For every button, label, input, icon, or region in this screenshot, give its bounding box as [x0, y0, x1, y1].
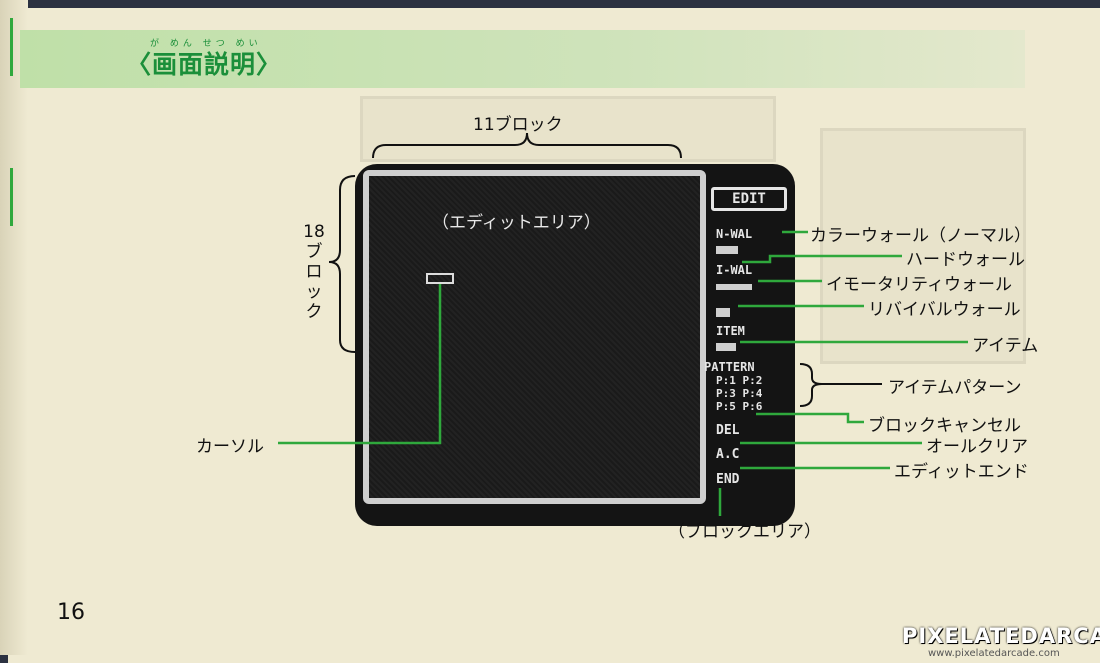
- bleed-through-box: [360, 96, 776, 162]
- title-band: [20, 30, 1025, 88]
- menu-n-wal: N-WAL: [716, 227, 753, 241]
- top-bracket-label: 11ブロック: [473, 115, 563, 135]
- cursor-label: カーソル: [196, 437, 264, 457]
- callout-immortality-wall: イモータリティウォール: [826, 275, 1012, 295]
- page-title: 〈画面説明〉: [126, 50, 283, 79]
- leader-cursor: [278, 284, 442, 445]
- side-bracket-label: 18 ブ ロ ッ ク: [303, 222, 325, 322]
- menu-i-wal: I-WAL: [716, 263, 753, 277]
- edit-area-label: （エディットエリア）: [432, 213, 601, 233]
- binding-shadow: [0, 0, 28, 655]
- side-bracket: [328, 175, 356, 353]
- revival-wall-swatch: [716, 308, 730, 317]
- pattern-bracket: [799, 363, 823, 407]
- hard-wall-swatch: [716, 246, 738, 254]
- menu-pattern: PATTERN: [704, 360, 755, 374]
- menu-del: DEL: [716, 423, 740, 438]
- page-number: 16: [57, 600, 85, 625]
- green-margin-mark-top: [10, 18, 13, 76]
- callout-all-clear: オールクリア: [926, 437, 1028, 457]
- menu-p3p4: P:3 P:4: [716, 387, 763, 400]
- leader-hard-wall: [742, 254, 902, 264]
- watermark-url: www.pixelatedarcade.com: [928, 648, 1060, 659]
- menu-p5p6: P:5 P:6: [716, 400, 763, 413]
- leader-block-cancel: [756, 412, 864, 424]
- cursor-icon: [426, 273, 454, 284]
- callout-item-pattern: アイテムパターン: [888, 378, 1022, 398]
- menu-item: ITEM: [716, 324, 745, 338]
- menu-ac: A.C: [716, 447, 740, 462]
- item-swatch: [716, 343, 736, 351]
- callout-hard-wall: ハードウォール: [906, 250, 1025, 270]
- green-margin-mark-middle: [10, 168, 13, 226]
- top-bracket: [372, 132, 682, 159]
- watermark-logo: PIXELATEDARCADE: [902, 624, 1100, 648]
- callout-block-cancel: ブロックキャンセル: [868, 416, 1021, 436]
- block-area-label: （ブロックエリア）: [668, 522, 821, 542]
- edit-area: [363, 170, 706, 504]
- edit-label-box: EDIT: [711, 187, 787, 211]
- bleed-through-box-right: [820, 128, 1026, 364]
- callout-item: アイテム: [972, 336, 1039, 356]
- callout-color-wall: カラーウォール（ノーマル）: [810, 226, 1031, 246]
- callout-revival-wall: リバイバルウォール: [868, 300, 1021, 320]
- callout-edit-end: エディットエンド: [894, 462, 1029, 482]
- menu-p1p2: P:1 P:2: [716, 374, 763, 387]
- title-ruby: が めん せつ めい: [150, 39, 262, 49]
- menu-end: END: [716, 472, 740, 487]
- immortality-wall-swatch: [716, 284, 752, 290]
